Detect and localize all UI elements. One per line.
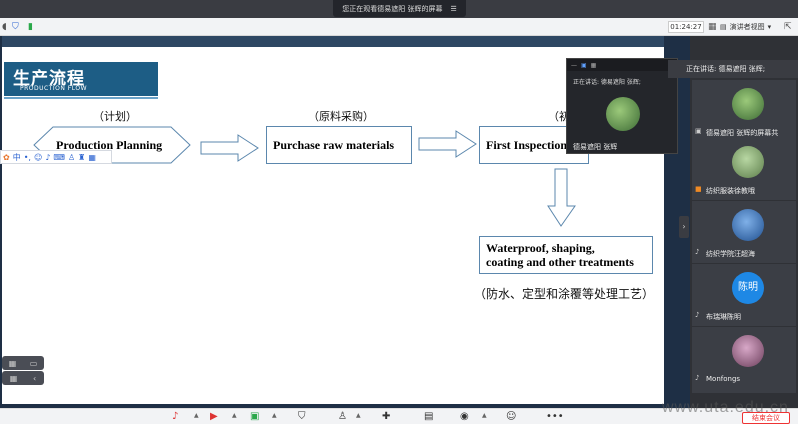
arrow-right-1	[200, 134, 259, 162]
floating-video-window[interactable]: — ▣ ▦ 正在讲话: 德易遮阳 张辉; 德易遮阳 张辉	[566, 58, 678, 154]
slide	[2, 47, 664, 404]
chevron-up-icon[interactable]: ▲	[272, 412, 277, 419]
arrow-right-2	[418, 130, 477, 158]
expand-icon[interactable]: ⇱	[784, 22, 792, 32]
user-icon: ■	[695, 185, 702, 193]
chevron-down-icon: ▾	[767, 23, 772, 31]
signal-icon: ▮	[28, 22, 33, 32]
microphone-muted-icon: ♪	[695, 311, 700, 319]
punctuation-icon[interactable]: •,	[23, 152, 31, 162]
more-icon[interactable]: ☰	[450, 4, 457, 13]
microphone-muted-icon: ♪	[695, 248, 700, 256]
chevron-up-icon[interactable]: ▲	[356, 412, 361, 419]
step-4-cn-label: （防水、定型和涂覆等处理工艺）	[474, 287, 655, 301]
step-1-cn-label: （计划）	[93, 110, 137, 123]
participants-icon[interactable]: ♙	[338, 411, 347, 422]
control-bar: ◖ ⛉ ▮ 01:24:27 ▦ ▤ 演讲者视图 ▾ ⇱	[0, 18, 798, 36]
view-icon: ▤	[720, 23, 727, 31]
minimize-icon[interactable]: —	[571, 61, 577, 69]
share-screen-icon[interactable]: ▣	[250, 411, 260, 422]
participant-tile[interactable]: ■ 纺织服装徐教哦	[692, 138, 796, 200]
window-icon[interactable]: ▣	[581, 61, 587, 69]
emoji-icon[interactable]: ☺	[506, 411, 517, 422]
security-icon[interactable]: ⛉	[298, 411, 306, 422]
grid-icon[interactable]: ▦	[88, 152, 96, 162]
side-control-top[interactable]: ▦ ▭	[2, 356, 44, 370]
grid-icon[interactable]: ▦	[8, 358, 17, 368]
ime-logo-icon[interactable]: ✿	[3, 152, 10, 162]
side-control-bottom[interactable]: ▦ ‹	[2, 371, 44, 385]
chevron-up-icon[interactable]: ▲	[482, 412, 487, 419]
emoji-icon[interactable]: ☺	[33, 152, 43, 162]
participant-name: Monfongs	[706, 375, 741, 383]
participant-avatar	[732, 146, 764, 178]
meeting-timer: 01:24:27	[668, 21, 704, 33]
participant-avatar	[732, 88, 764, 120]
microphone-icon: ▣	[695, 127, 702, 135]
step-2-label: Purchase raw materials	[273, 137, 395, 152]
grid-icon[interactable]: ▦	[708, 22, 717, 32]
view-toggle[interactable]: ▤ 演讲者视图 ▾	[720, 20, 771, 34]
popup-avatar	[606, 97, 640, 131]
participant-tile[interactable]: 陈明 ♪ 布瑞琳陈明	[692, 264, 796, 326]
view-label: 演讲者视图	[729, 23, 765, 31]
chevron-up-icon[interactable]: ▲	[232, 412, 237, 419]
ime-chinese-icon[interactable]: 中	[12, 152, 21, 162]
layout-icon[interactable]: ▭	[29, 358, 38, 368]
title-underline	[4, 97, 158, 99]
step-3-label: First Inspection	[486, 137, 567, 152]
keyboard-icon[interactable]: ⌨	[53, 152, 65, 162]
slide-title-box: 生产流程 PRODUCTION FLOW	[4, 62, 158, 96]
step-2-cn-label: （原料采购）	[308, 110, 374, 123]
participant-avatar	[732, 335, 764, 367]
step-3-cn-label: （初	[548, 110, 570, 123]
step-4-label-line1: Waterproof, shaping,	[486, 241, 595, 255]
ime-toolbar[interactable]: ✿ 中 •, ☺ ♪ ⌨ ♙ ♜ ▦	[0, 150, 112, 164]
participant-avatar	[732, 209, 764, 241]
participant-name: 纺织服装徐教哦	[706, 187, 755, 195]
watermark: www.uta.edu.cn	[662, 399, 789, 416]
slide-subtitle: PRODUCTION FLOW	[20, 85, 87, 92]
share-banner-text: 您正在观看德易遮阳 张辉的屏幕	[342, 4, 443, 13]
slide-top-strip	[2, 36, 664, 47]
participant-avatar: 陈明	[732, 272, 764, 304]
popup-participant-name: 德易遮阳 张辉	[573, 143, 618, 151]
shirt-icon[interactable]: ♜	[78, 152, 86, 162]
microphone-muted-icon[interactable]: ♪	[172, 411, 179, 422]
chevron-up-icon[interactable]: ▲	[194, 412, 199, 419]
user-icon[interactable]: ♙	[67, 152, 76, 162]
participant-tile[interactable]: ♪ Monfongs	[692, 327, 796, 393]
grid-icon[interactable]: ▦	[9, 373, 18, 383]
panel-collapse-handle[interactable]: ›	[679, 216, 689, 238]
shield-icon[interactable]: ⛉	[12, 22, 19, 32]
participant-name: 布瑞琳陈明	[706, 313, 741, 321]
slide-title: 生产流程	[13, 69, 85, 89]
grid-icon[interactable]: ▦	[590, 61, 597, 69]
arrow-down	[547, 168, 576, 227]
participant-tile[interactable]: ▣ 德易遮阳 张辉的屏幕共	[692, 80, 796, 142]
screen-share-banner[interactable]: 您正在观看德易遮阳 张辉的屏幕 ☰	[333, 0, 466, 17]
invite-icon[interactable]: ✚	[382, 411, 391, 422]
more-icon[interactable]: •••	[546, 411, 564, 422]
participant-name: 德易遮阳 张辉的屏幕共	[706, 129, 779, 137]
popup-speaking-text: 正在讲话: 德易遮阳 张辉;	[573, 79, 641, 86]
circle-icon[interactable]: ◖	[2, 22, 7, 32]
participant-tile[interactable]: ♪ 纺织学院汪超海	[692, 201, 796, 263]
step-2-box: Purchase raw materials	[266, 126, 412, 164]
bottom-toolbar: ♪ ▲ ▶ ▲ ▣ ▲ ⛉ ♙ ▲ ✚ ▤ ◉ ▲ ☺ •••	[0, 408, 798, 424]
record-icon[interactable]: ◉	[460, 411, 469, 422]
speaking-indicator: 正在讲话: 德易遮阳 张辉;	[668, 60, 798, 78]
step-4-label-line2: coating and other treatments	[486, 255, 634, 269]
speaking-text: 正在讲话: 德易遮阳 张辉;	[686, 65, 766, 73]
participant-name: 纺织学院汪超海	[706, 250, 755, 258]
microphone-muted-icon: ♪	[695, 374, 700, 382]
step-4-box: Waterproof, shaping, coating and other t…	[479, 236, 653, 274]
microphone-icon[interactable]: ♪	[45, 152, 51, 162]
camera-off-icon[interactable]: ▶	[210, 411, 218, 422]
chat-icon[interactable]: ▤	[424, 411, 434, 422]
chevron-left-icon[interactable]: ‹	[32, 373, 37, 383]
step-1-label: Production Planning	[56, 138, 163, 152]
